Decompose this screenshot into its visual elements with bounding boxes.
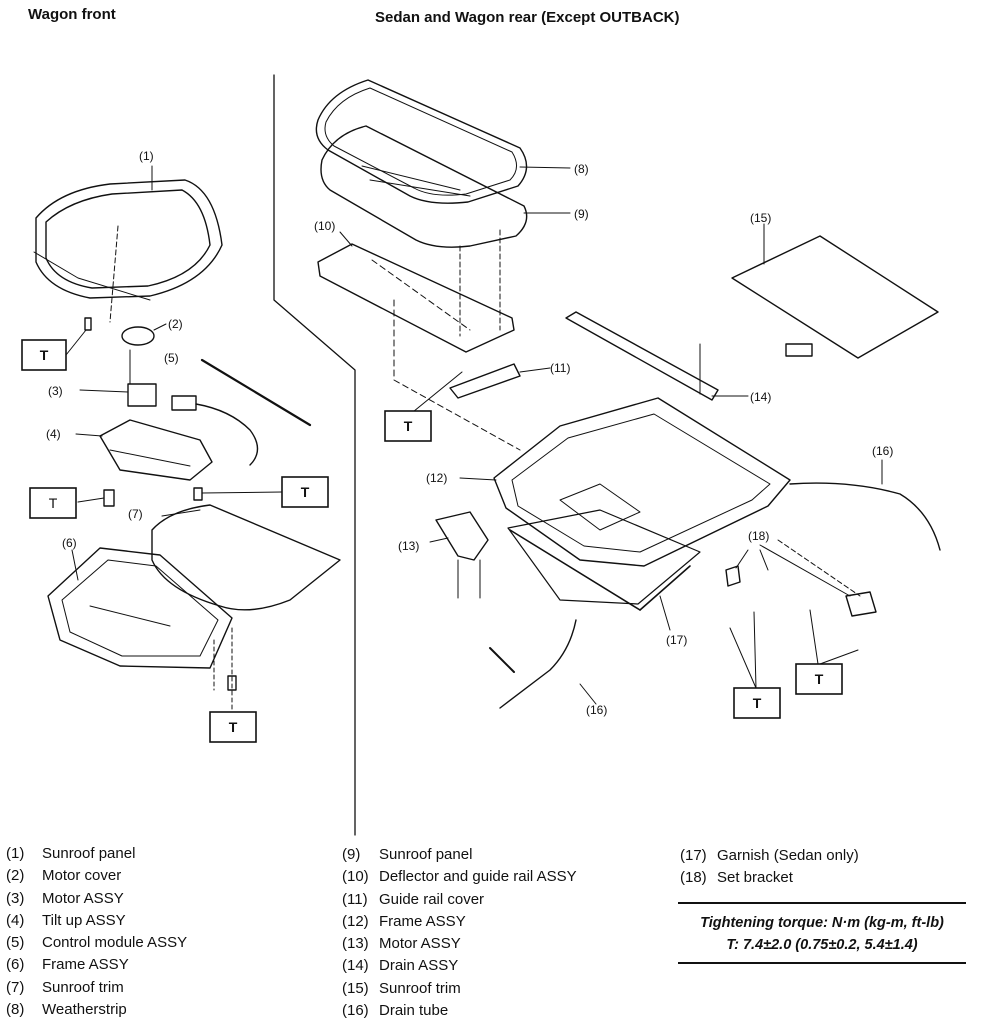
set-bracket-18 [725, 539, 877, 617]
drain-tube-16-right [789, 459, 941, 551]
legend-item: (3)Motor ASSY [6, 889, 124, 907]
callout-1: (1) [139, 149, 154, 163]
guide-rail-cover-11 [393, 299, 551, 451]
torque-marker: T [753, 695, 762, 711]
sunroof-trim-7 [151, 504, 341, 611]
callout-12: (12) [426, 471, 447, 485]
legend-item: (9)Sunroof panel [342, 846, 473, 863]
callout-18: (18) [748, 529, 769, 543]
torque-marker: T [49, 495, 58, 511]
control-module-5 [171, 358, 312, 466]
torque-marker: T [815, 671, 824, 687]
callout-8: (8) [574, 162, 589, 176]
legend-item: (5)Control module ASSY [6, 934, 188, 952]
callout-9: (9) [574, 207, 589, 221]
legend-item: (6)Frame ASSY [6, 956, 129, 974]
rear-header: Sedan and Wagon rear (Except OUTBACK) [375, 9, 680, 26]
callout-5: (5) [164, 351, 179, 365]
callout-3: (3) [48, 384, 63, 398]
motor-cover-2 [121, 323, 167, 346]
callout-16-lower: (16) [586, 703, 607, 717]
legend-item: (4)Tilt up ASSY [6, 911, 126, 929]
callout-16-right: (16) [872, 444, 893, 458]
bolt-left-1 [84, 317, 92, 331]
legend-item: (17)Garnish (Sedan only) [680, 847, 859, 864]
frame-assy-12 [459, 397, 791, 611]
legend-item: (13)Motor ASSY [342, 935, 461, 953]
callout-10: (10) [314, 219, 335, 233]
drain-assy-14 [565, 311, 749, 401]
bolt-left-2 [103, 489, 115, 507]
bolt-left-3 [193, 487, 203, 501]
torque-title: Tightening torque: N·m (kg-m, ft-lb) [700, 915, 944, 931]
callout-4: (4) [46, 427, 61, 441]
callout-17: (17) [666, 633, 687, 647]
drain-tube-16-lower [489, 619, 597, 709]
wagon-front-header: Wagon front [28, 6, 116, 23]
legend-item: (11)Guide rail cover [342, 890, 485, 908]
torque-value: T: 7.4±2.0 (0.75±0.2, 5.4±1.4) [726, 937, 918, 953]
bolt-left-4 [227, 675, 237, 691]
callout-7: (7) [128, 507, 143, 521]
legend-item: (7)Sunroof trim [6, 978, 124, 996]
legend-item: (1)Sunroof panel [6, 845, 136, 862]
frame-assy-6 [47, 547, 233, 719]
sunroof-trim-15 [731, 223, 939, 359]
weatherstrip-8 [315, 79, 571, 204]
torque-marker: T [301, 484, 310, 500]
deflector-guide-rail-10 [317, 229, 515, 353]
callout-13: (13) [398, 539, 419, 553]
callout-11: (11) [550, 361, 570, 375]
exploded-diagram: (1) (2) (3) (4) (5) (6) (7) (8) (9) (10)… [21, 74, 941, 836]
torque-marker: T [404, 418, 413, 434]
tightening-torque-box: Tightening torque: N·m (kg-m, ft-lb) T: … [678, 902, 966, 964]
legend-item: (16)Drain tube [342, 1002, 449, 1020]
callout-15: (15) [750, 211, 771, 225]
legend-item: (2)Motor cover [6, 867, 122, 885]
sunroof-panel-1 [33, 165, 223, 323]
legend-item: (15)Sunroof trim [342, 979, 461, 997]
legend-column-1: (1)Sunroof panel (2)Motor cover (3)Motor… [6, 843, 187, 1021]
legend-column-3: (17)Garnish (Sedan only) (18)Set bracket [680, 845, 859, 890]
motor-assy-13 [429, 511, 489, 599]
callout-14: (14) [750, 390, 771, 404]
section-divider [273, 74, 356, 836]
legend-item: (12)Frame ASSY [342, 912, 466, 930]
legend-item: (10)Deflector and guide rail ASSY [342, 868, 577, 886]
legend-item: (14)Drain ASSY [342, 957, 459, 975]
garnish-17 [507, 509, 701, 631]
callout-6: (6) [62, 536, 77, 550]
legend-column-2: (9)Sunroof panel (10)Deflector and guide… [342, 844, 577, 1022]
legend-item: (18)Set bracket [680, 869, 793, 887]
tilt-up-assy-4 [75, 419, 213, 481]
sunroof-panel-9 [320, 125, 571, 248]
callout-2: (2) [168, 317, 183, 331]
legend-item: (8)Weatherstrip [6, 1001, 127, 1019]
torque-marker: T [40, 347, 49, 363]
torque-marker: T [229, 719, 238, 735]
motor-assy-3 [79, 349, 157, 407]
